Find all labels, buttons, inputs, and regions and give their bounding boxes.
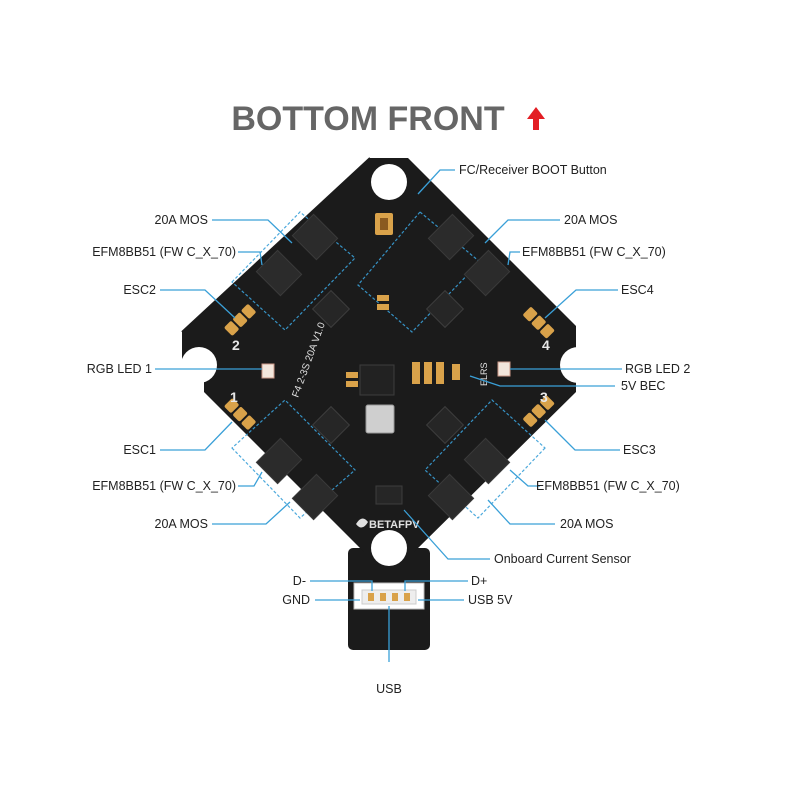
rgb-led-1 (261, 363, 275, 379)
mosfet-chip (463, 437, 511, 485)
label-20a-mos-top-left: 20A MOS (155, 213, 209, 227)
label-5v-bec: 5V BEC (621, 379, 665, 393)
esc4-pads (523, 307, 555, 339)
label-onboard-current-sensor: Onboard Current Sensor (494, 552, 631, 566)
crystal-oscillator (365, 404, 395, 434)
label-efm8bb51-bottom-left: EFM8BB51 (FW C_X_70) (92, 479, 236, 493)
label-efm8bb51-top-right: EFM8BB51 (FW C_X_70) (522, 245, 666, 259)
mcu-chip (425, 405, 465, 445)
mount-hole (371, 164, 407, 200)
flight-controller-board: 1 2 3 4 F4 2-3S 20A V1.0 ELRS BETAFPV (181, 157, 596, 650)
mosfet-chip (291, 473, 339, 521)
mount-hole (371, 530, 407, 566)
rgb-led-2 (497, 361, 511, 377)
label-efm8bb51-bottom-right: EFM8BB51 (FW C_X_70) (536, 479, 680, 493)
label-efm8bb51-top-left: EFM8BB51 (FW C_X_70) (92, 245, 236, 259)
label-fc-boot-button: FC/Receiver BOOT Button (459, 163, 607, 177)
label-esc2: ESC2 (123, 283, 156, 297)
label-20a-mos-bottom-left: 20A MOS (155, 517, 209, 531)
silkscreen-elrs: ELRS (479, 362, 489, 386)
esc-number-4: 4 (542, 337, 550, 353)
esc-number-3: 3 (540, 389, 548, 405)
mosfet-chip (427, 473, 475, 521)
esc-outline (231, 211, 356, 331)
esc-number-1: 1 (230, 389, 238, 405)
current-sensor-chip (375, 485, 403, 505)
label-usb-5v: USB 5V (468, 593, 513, 607)
mount-hole (181, 347, 217, 383)
mosfet-chip (291, 213, 339, 261)
label-esc4: ESC4 (621, 283, 654, 297)
label-usb: USB (376, 682, 402, 696)
esc2-pads (224, 304, 256, 336)
mosfet-chip (255, 249, 303, 297)
usb-connector (353, 582, 425, 610)
mcu-chip (311, 289, 351, 329)
mosfet-chip (427, 213, 475, 261)
mosfet-chip (255, 437, 303, 485)
esc-outline (231, 399, 356, 519)
page-title: BOTTOM FRONT (231, 100, 504, 138)
mosfet-chip (463, 249, 511, 297)
mount-hole (560, 347, 596, 383)
label-20a-mos-bottom-right: 20A MOS (560, 517, 614, 531)
mcu-chip (311, 405, 351, 445)
bec-component (412, 362, 420, 384)
esc-number-2: 2 (232, 337, 240, 353)
label-esc3: ESC3 (623, 443, 656, 457)
label-gnd: GND (282, 593, 310, 607)
label-d-plus: D+ (471, 574, 487, 588)
svg-text:BETAFPV: BETAFPV (369, 519, 420, 531)
esc1-pads (224, 398, 256, 430)
main-processor (359, 364, 395, 396)
label-20a-mos-top-right: 20A MOS (564, 213, 618, 227)
label-rgb-led-2: RGB LED 2 (625, 362, 690, 376)
label-esc1: ESC1 (123, 443, 156, 457)
esc3-pads (523, 395, 555, 427)
up-arrow-icon (527, 107, 545, 130)
label-rgb-led-1: RGB LED 1 (87, 362, 152, 376)
betafpv-logo: BETAFPV (356, 518, 420, 531)
bec-component (424, 362, 432, 384)
bec-component (436, 362, 444, 384)
mcu-chip (425, 289, 465, 329)
leader-lines (155, 169, 622, 662)
label-d-minus: D- (293, 574, 306, 588)
